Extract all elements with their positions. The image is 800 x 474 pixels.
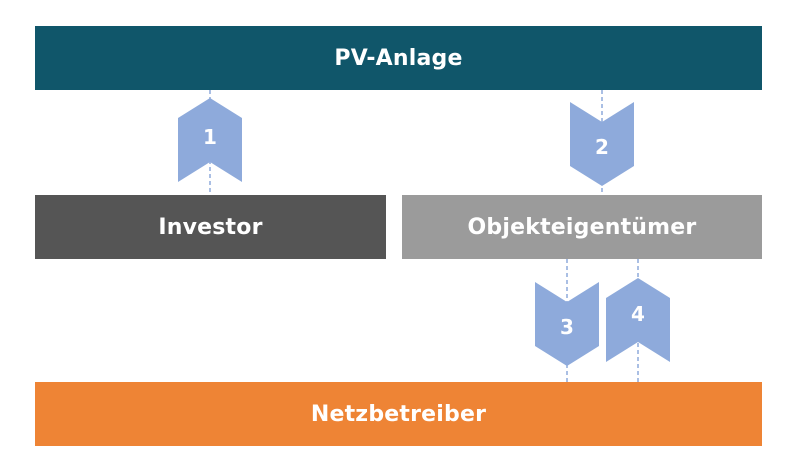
flow-arrow-3: 3 (535, 259, 599, 382)
investor-label: Investor (158, 214, 263, 240)
flow-2-chevron-down-icon (570, 102, 634, 186)
flow-3-number: 3 (560, 315, 574, 339)
flow-1-chevron-up-icon (178, 98, 242, 182)
investor-box: Investor (35, 195, 386, 259)
pv-system-box: PV-Anlage (35, 26, 762, 90)
flow-4-number: 4 (631, 302, 645, 326)
property-owner-label: Objekteigentümer (467, 214, 697, 240)
flow-arrow-4: 4 (606, 259, 670, 382)
flow-arrow-1: 1 (178, 90, 242, 195)
grid-operator-box: Netzbetreiber (35, 382, 762, 446)
pv-system-label: PV-Anlage (334, 45, 463, 71)
flow-arrow-2: 2 (570, 90, 634, 195)
grid-operator-label: Netzbetreiber (310, 401, 487, 427)
flow-1-number: 1 (203, 125, 217, 149)
flow-2-number: 2 (595, 135, 609, 159)
flow-4-chevron-up-icon (606, 278, 670, 362)
flow-3-chevron-down-icon (535, 282, 599, 366)
property-owner-box: Objekteigentümer (402, 195, 762, 259)
